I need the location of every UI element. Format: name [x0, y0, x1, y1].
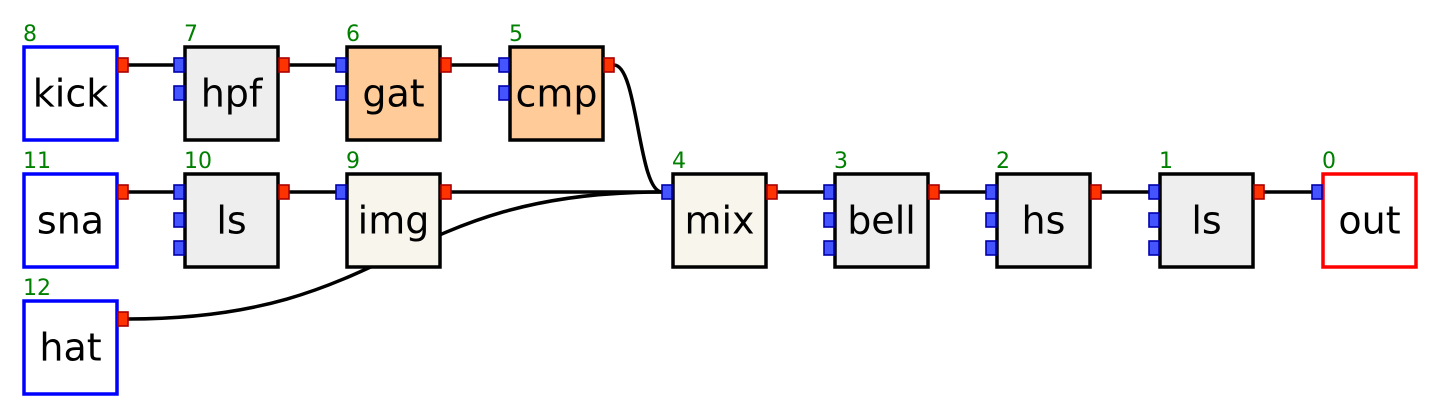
node-sna[interactable]: 11 sna — [22, 149, 129, 269]
input-port[interactable] — [823, 240, 835, 256]
input-port[interactable] — [1148, 184, 1160, 200]
node-index: 9 — [346, 149, 360, 174]
node-bell[interactable]: 3 bell — [823, 149, 940, 269]
input-port[interactable] — [173, 57, 185, 73]
input-port[interactable] — [1311, 184, 1323, 200]
node-index: 10 — [184, 149, 212, 174]
input-port[interactable] — [985, 212, 997, 228]
node-label: mix — [684, 199, 754, 243]
input-port[interactable] — [823, 184, 835, 200]
node-index: 0 — [1322, 149, 1336, 174]
node-label: img — [358, 199, 430, 243]
node-label: sna — [37, 199, 104, 243]
input-port[interactable] — [335, 57, 347, 73]
node-box — [345, 172, 442, 269]
node-label: hat — [39, 326, 101, 370]
node-index: 8 — [23, 22, 37, 47]
output-port[interactable] — [603, 57, 615, 73]
input-port[interactable] — [1148, 212, 1160, 228]
node-hat[interactable]: 12 hat — [22, 276, 129, 396]
output-port[interactable] — [278, 184, 290, 200]
input-port[interactable] — [498, 57, 510, 73]
processing-nodes: 8kick7hpf6gat5cmp11sna10ls9img4mix3bell2… — [22, 22, 1418, 396]
output-port[interactable] — [117, 184, 129, 200]
input-port[interactable] — [173, 85, 185, 101]
output-port[interactable] — [766, 184, 778, 200]
node-label: kick — [33, 72, 108, 116]
node-box — [1158, 172, 1255, 269]
input-port[interactable] — [335, 85, 347, 101]
input-port[interactable] — [173, 184, 185, 200]
node-box — [22, 45, 119, 142]
node-index: 6 — [346, 22, 360, 47]
node-box — [22, 172, 119, 269]
connection-wires — [127, 63, 1312, 321]
node-index: 7 — [184, 22, 198, 47]
node-kick[interactable]: 8 kick — [22, 22, 129, 142]
input-port[interactable] — [335, 184, 347, 200]
node-label: hs — [1022, 199, 1066, 243]
node-index: 4 — [672, 149, 686, 174]
node-index: 12 — [23, 276, 51, 301]
output-port[interactable] — [1090, 184, 1102, 200]
node-mix[interactable]: 4 mix — [661, 149, 778, 269]
node-box — [1321, 172, 1418, 269]
input-port[interactable] — [985, 240, 997, 256]
input-port[interactable] — [823, 212, 835, 228]
node-label: bell — [847, 199, 916, 243]
output-port[interactable] — [278, 57, 290, 73]
input-port[interactable] — [173, 240, 185, 256]
output-port[interactable] — [1253, 184, 1265, 200]
output-port[interactable] — [440, 184, 452, 200]
node-label: gat — [362, 72, 424, 116]
input-port[interactable] — [173, 212, 185, 228]
node-cmp[interactable]: 5 cmp — [498, 22, 615, 142]
node-index: 5 — [509, 22, 523, 47]
node-index: 1 — [1159, 149, 1173, 174]
node-index: 3 — [834, 149, 848, 174]
node-index: 11 — [23, 149, 51, 174]
node-box — [183, 45, 280, 142]
node-hs[interactable]: 2 hs — [985, 149, 1102, 269]
node-box — [345, 45, 442, 142]
output-port[interactable] — [117, 311, 129, 327]
node-box — [183, 172, 280, 269]
node-label: hpf — [201, 72, 264, 116]
node-box — [833, 172, 930, 269]
node-box — [22, 299, 119, 396]
input-port[interactable] — [498, 85, 510, 101]
node-label: ls — [216, 199, 246, 243]
node-box — [995, 172, 1092, 269]
node-img[interactable]: 9 img — [335, 149, 452, 269]
output-port[interactable] — [440, 57, 452, 73]
node-ls1[interactable]: 1 ls — [1148, 149, 1265, 269]
node-label: ls — [1191, 199, 1221, 243]
input-port[interactable] — [1148, 240, 1160, 256]
output-port[interactable] — [117, 57, 129, 73]
wire-cmp-to-mix — [613, 63, 663, 194]
node-box — [508, 45, 605, 142]
output-port[interactable] — [928, 184, 940, 200]
node-box — [671, 172, 768, 269]
node-label: out — [1338, 199, 1400, 243]
input-port[interactable] — [661, 184, 673, 200]
node-index: 2 — [996, 149, 1010, 174]
input-port[interactable] — [985, 184, 997, 200]
node-label: cmp — [515, 72, 597, 116]
